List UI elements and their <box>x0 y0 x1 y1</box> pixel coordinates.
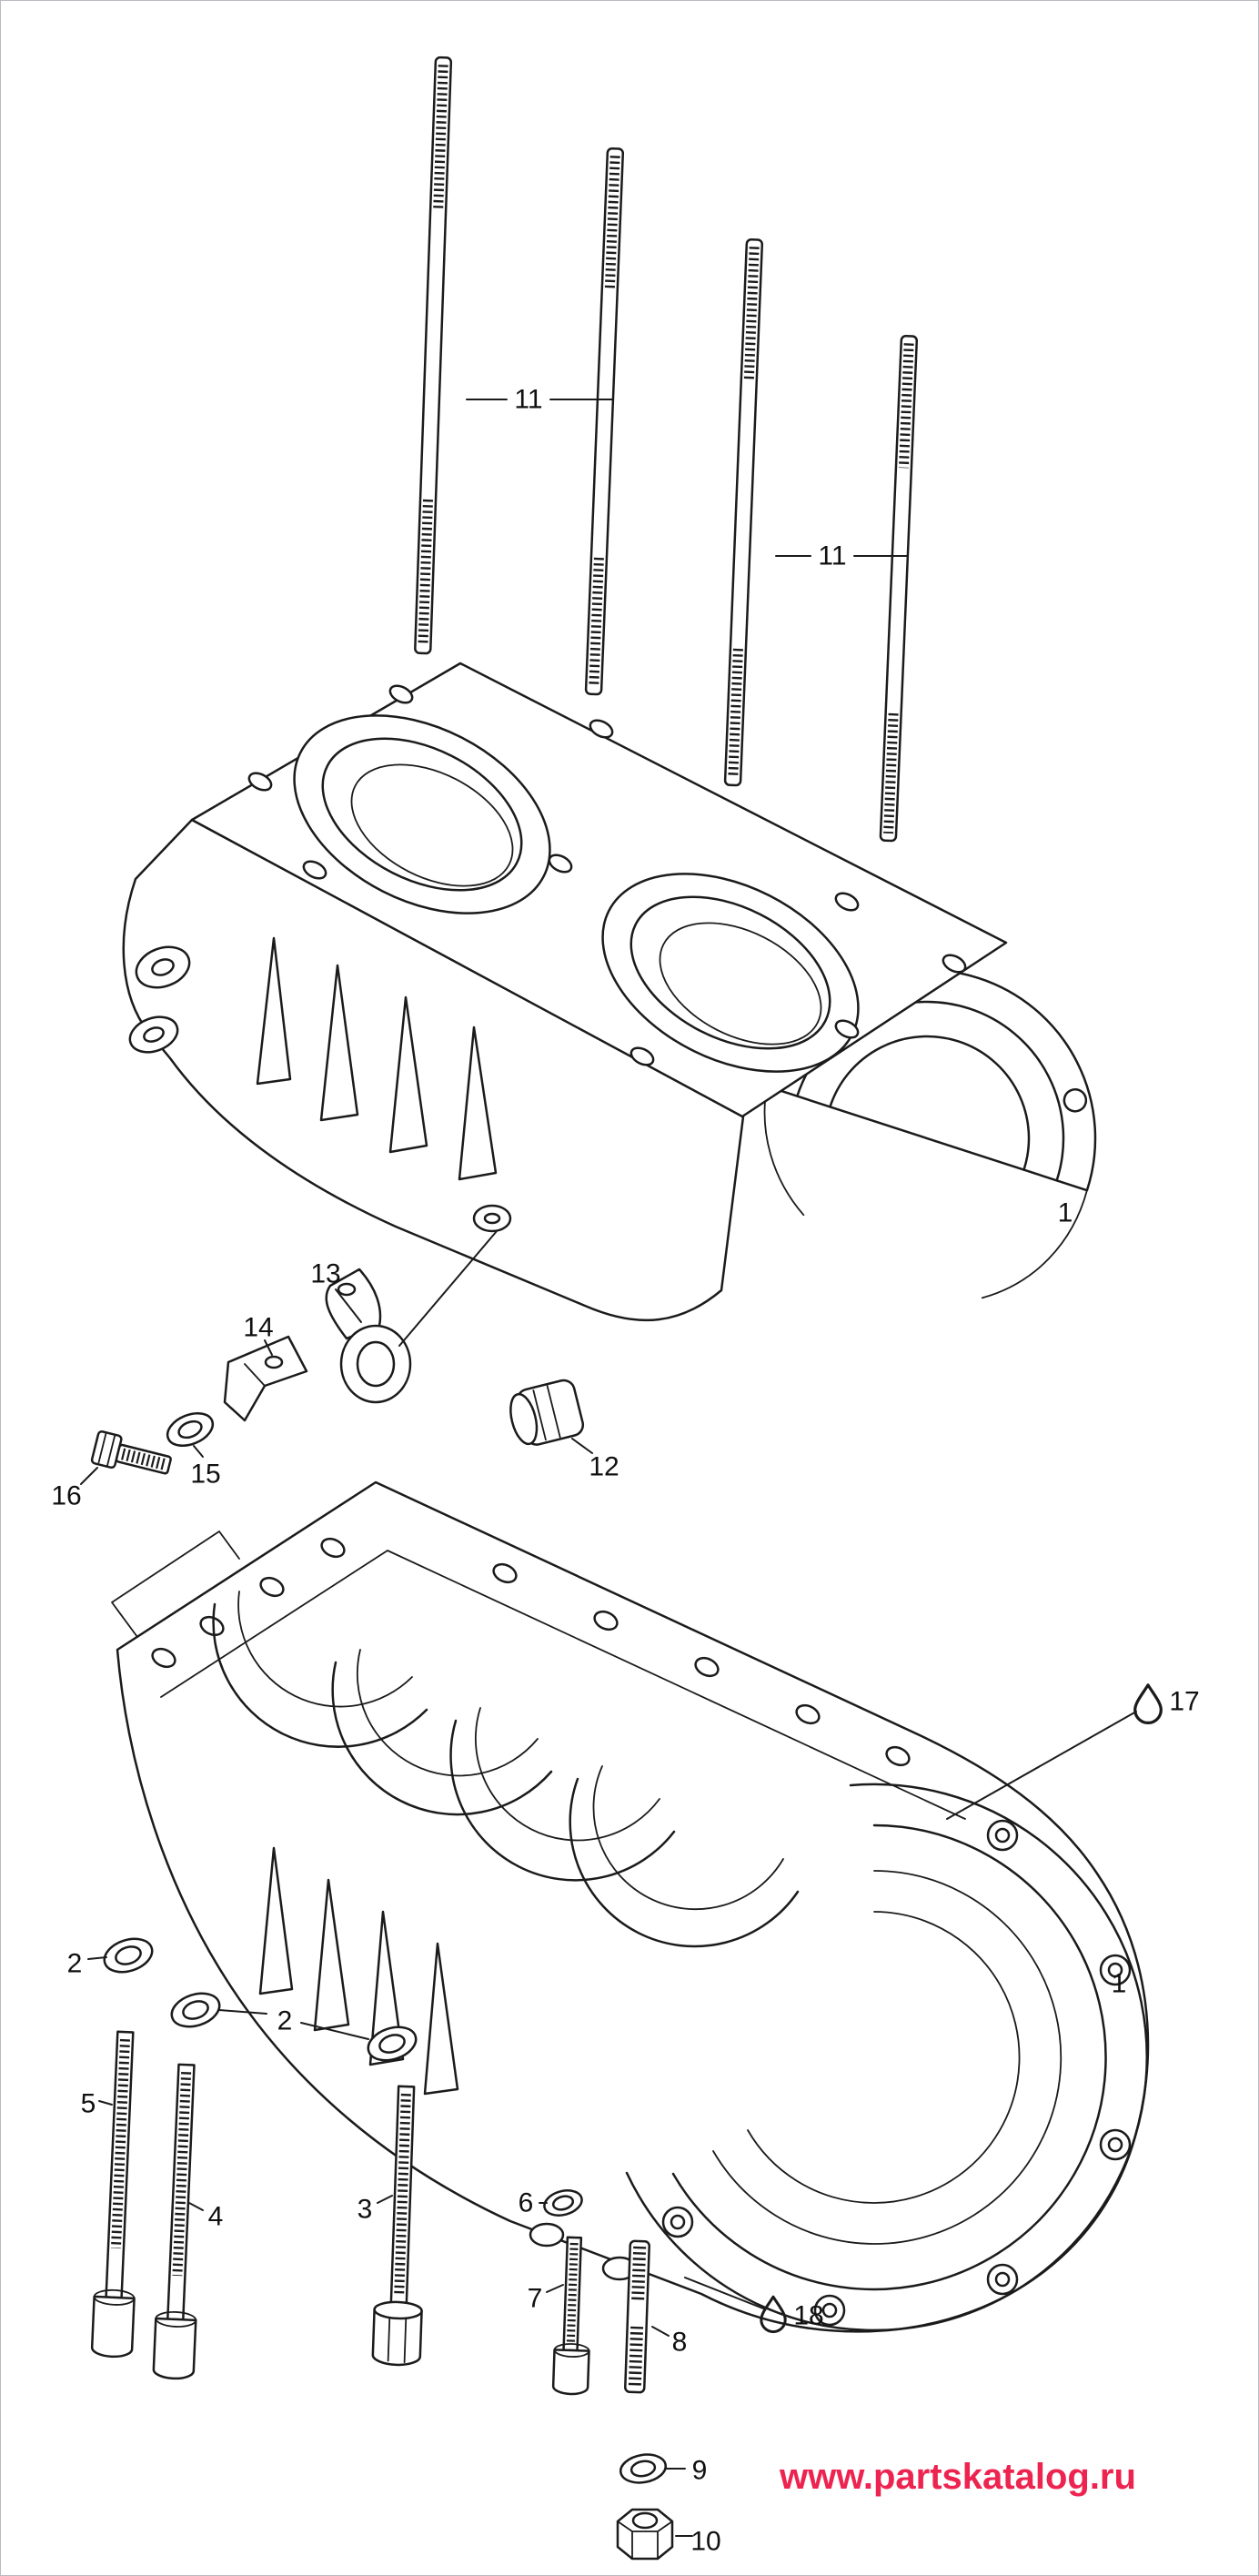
flange-inner-edge <box>160 1550 966 1820</box>
cylinder-bore-right <box>601 873 860 1073</box>
callout-12: 12 <box>589 1452 619 1482</box>
nut-10 <box>616 2508 674 2561</box>
bolt-16 <box>90 1429 172 1475</box>
bolt-5 <box>90 2030 136 2359</box>
callout-13: 13 <box>310 1259 340 1289</box>
stud-11-c <box>723 237 764 787</box>
stud-11-d <box>879 334 919 843</box>
deck-stud-holes <box>247 684 967 1066</box>
callout-8: 8 <box>672 2328 688 2358</box>
watermark-text: www.partskatalog.ru <box>779 2457 1136 2497</box>
callout-4: 4 <box>208 2202 224 2232</box>
lower-bearing-bell <box>625 1783 1148 2332</box>
callout-17: 17 <box>1169 1687 1199 1717</box>
bell-flange-hole <box>1063 1088 1088 1113</box>
callout-2-a: 2 <box>67 1949 83 1979</box>
lower-crankcase-half <box>111 1480 1150 2333</box>
hardware-parts <box>90 1268 674 2561</box>
callout-1-lower: 1 <box>1112 1969 1127 1999</box>
callout-3: 3 <box>358 2195 373 2225</box>
clamp-mount-boss <box>472 1204 512 1233</box>
droplet-icon-17 <box>1133 1683 1163 1724</box>
bolt-3 <box>371 2085 423 2367</box>
callout-11-b: 11 <box>818 541 846 571</box>
droplet-icon-18 <box>760 2295 787 2334</box>
callout-9: 9 <box>692 2456 708 2486</box>
upper-case-fins <box>256 936 498 1181</box>
callout-18: 18 <box>793 2301 823 2331</box>
bell-bolt-ears <box>661 1819 1132 2327</box>
washer-6 <box>543 2189 583 2217</box>
flange-bolt-holes <box>151 1537 911 1767</box>
stud-11-a <box>414 56 453 655</box>
washer-2-a <box>103 1937 154 1974</box>
callout-10: 10 <box>690 2527 720 2557</box>
callout-5: 5 <box>81 2089 96 2119</box>
callout-7: 7 <box>528 2284 543 2314</box>
cylinder-bore-left <box>293 714 551 914</box>
bearing-saddles <box>212 1591 800 1948</box>
washer-15 <box>166 1412 215 1447</box>
bracket-14 <box>223 1335 308 1422</box>
callout-2-b: 2 <box>277 2006 293 2036</box>
plug-12 <box>509 1379 585 1446</box>
callout-15: 15 <box>190 1460 220 1490</box>
washer-2-b <box>170 1992 221 2028</box>
stud-8 <box>624 2239 650 2394</box>
callout-6: 6 <box>519 2188 534 2218</box>
upper-crankcase-body <box>122 818 745 1322</box>
callout-16: 16 <box>51 1481 81 1511</box>
washer-2-c <box>367 2025 418 2062</box>
bolt-4 <box>152 2063 197 2380</box>
stud-11-b <box>584 146 625 696</box>
upper-crankcase-half <box>122 662 1097 1322</box>
callout-1-upper: 1 <box>1058 1198 1073 1228</box>
bolt-7 <box>551 2236 590 2396</box>
leader-lines <box>80 399 1137 2537</box>
clamp-13 <box>325 1268 412 1404</box>
callout-14: 14 <box>243 1313 273 1343</box>
callout-11-a: 11 <box>514 385 542 415</box>
left-lug-hole-2 <box>143 1026 165 1043</box>
left-lug-hole <box>151 958 175 976</box>
left-flange-step <box>111 1530 240 1638</box>
washer-9 <box>619 2453 668 2484</box>
